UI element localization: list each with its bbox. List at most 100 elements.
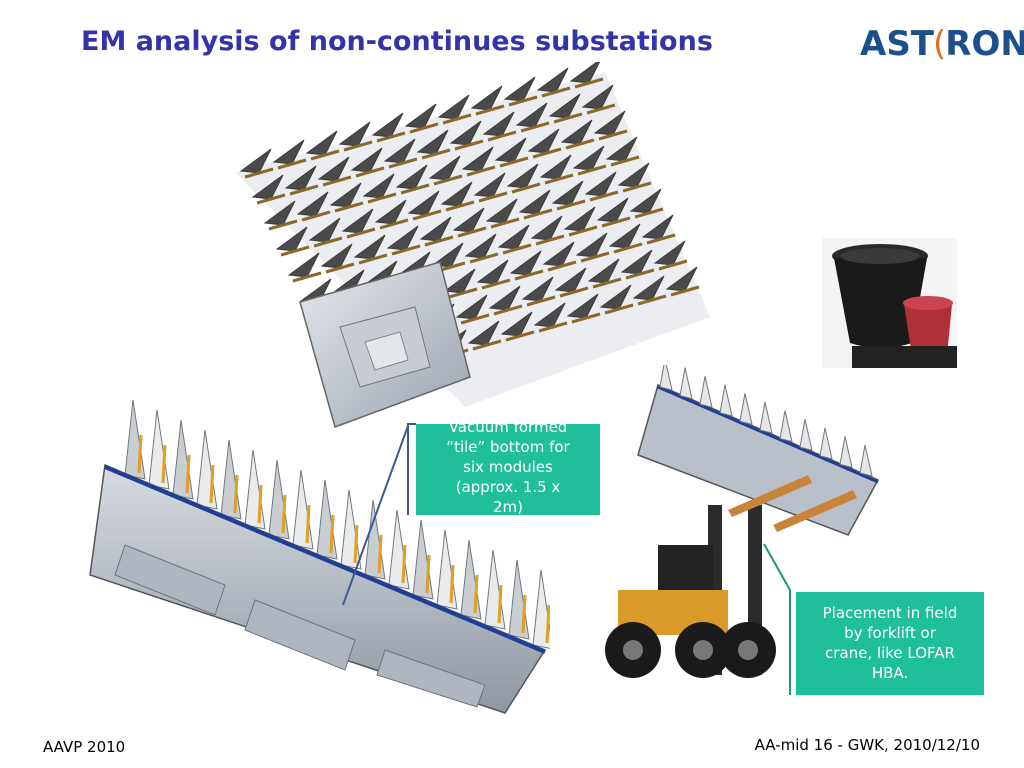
dipole-spike <box>431 242 464 268</box>
dipole-arm <box>556 199 586 211</box>
dipole-arm <box>508 95 538 107</box>
dipole-spike <box>461 146 494 172</box>
dipole-arm <box>379 218 409 230</box>
antenna-array-image <box>235 62 710 428</box>
dipole-spike <box>386 225 419 251</box>
dipole-arm <box>433 174 463 186</box>
dipole-arm <box>343 140 373 152</box>
logo-bracket: ( <box>933 24 947 64</box>
dipole-arm <box>670 285 700 297</box>
closeup-arm <box>305 504 311 544</box>
dipole-spike <box>485 198 518 224</box>
dipole-arm <box>301 210 331 222</box>
dipole-arm <box>244 167 274 179</box>
dipole-spike <box>239 148 272 174</box>
placement-callout-leader <box>763 543 791 695</box>
forklift-tile-spike <box>859 444 873 477</box>
dipole-spike <box>395 164 428 190</box>
dipole-spike <box>500 311 533 337</box>
closeup-arm <box>401 544 407 584</box>
tile-callout-line-4: (approx. 1.5 x <box>455 478 561 496</box>
dipole-arm <box>322 175 352 187</box>
dipole-arm <box>280 245 310 257</box>
dipole-arm <box>268 219 298 231</box>
placement-callout-line-3: crane, like LOFAR <box>825 644 955 662</box>
dipole-arm <box>391 244 421 256</box>
footer-event: AAVP 2010 <box>43 738 126 756</box>
dipole-spike <box>329 182 362 208</box>
dipole-arm <box>289 184 319 196</box>
footer-meta: AA-mid 16 - GWK, 2010/12/10 <box>754 736 980 754</box>
dipole-spike <box>263 200 296 226</box>
dipole-spike <box>371 112 404 138</box>
dipole-spike <box>407 190 440 216</box>
dipole-arm <box>376 131 406 143</box>
dipole-spike <box>503 76 536 102</box>
dipole-spike <box>449 120 482 146</box>
dipole-spike <box>542 241 575 267</box>
dipole-arm <box>424 235 454 247</box>
tile-closeup-image <box>89 399 550 714</box>
dipole-spike <box>629 188 662 214</box>
dipole-spike <box>341 208 374 234</box>
tile-callout-leader <box>342 423 416 606</box>
dipole-arm <box>400 183 430 195</box>
dipole-spike <box>617 162 650 188</box>
dipole-spike <box>308 217 341 243</box>
dipole-spike <box>464 233 497 259</box>
dipole-arm <box>604 303 634 315</box>
dipole-arm <box>574 77 604 89</box>
forklift-tile-spike <box>839 436 853 469</box>
placement-callout: Placement in field by forklift or crane,… <box>796 592 984 695</box>
dipole-spike <box>641 214 674 240</box>
dipole-arm <box>568 225 598 237</box>
forklift-tile-spike <box>659 365 673 391</box>
dipole-spike <box>284 165 317 191</box>
closeup-arm <box>257 484 263 524</box>
closeup-arm <box>353 524 359 564</box>
dipole-arm <box>358 253 388 265</box>
closeup-arm <box>473 574 479 614</box>
logo-prefix: AST <box>860 24 934 64</box>
dipole-spike <box>596 197 629 223</box>
placement-callout-line-1: Placement in field <box>822 604 958 622</box>
dipole-spike <box>560 119 593 145</box>
forklift-tile-spike <box>759 401 773 434</box>
dipole-arm <box>499 156 529 168</box>
closeup-arm <box>161 444 167 484</box>
dipole-spike <box>353 234 386 260</box>
dipole-spike <box>554 267 587 293</box>
dipole-arm <box>586 103 616 115</box>
dipole-spike <box>539 154 572 180</box>
dipole-arm <box>493 304 523 316</box>
astron-logo: AST(RON <box>860 22 1024 66</box>
forklift-image <box>605 365 880 678</box>
forklift-tile-spike <box>719 384 733 417</box>
dipole-spike <box>569 62 601 84</box>
dipole-spike <box>467 320 500 346</box>
dipole-arm <box>388 157 418 169</box>
dipole-arm <box>478 191 508 203</box>
dipole-arm <box>613 242 643 254</box>
dipole-spike <box>608 223 641 249</box>
dipole-spike <box>383 138 416 164</box>
dipole-spike <box>566 293 599 319</box>
dipole-spike <box>272 139 305 165</box>
tile-callout-line-5: 2m) <box>492 498 523 515</box>
dipole-spike <box>575 232 608 258</box>
dipole-arm <box>535 234 565 246</box>
dipole-arm <box>634 207 664 219</box>
forklift-tile-spike <box>799 419 813 451</box>
dipole-spike <box>521 276 554 302</box>
dipole-arm <box>544 173 574 185</box>
dipole-arm <box>538 321 568 333</box>
dipole-spike <box>362 173 395 199</box>
tile-callout: Vacuum formed “tile” bottom for six modu… <box>416 424 600 515</box>
dipole-arm <box>481 278 511 290</box>
closeup-arm <box>281 494 287 534</box>
dipole-spike <box>599 284 632 310</box>
closeup-arm <box>329 514 335 554</box>
dipole-spike <box>275 226 308 252</box>
dipole-spike <box>497 224 530 250</box>
dipole-arm <box>469 252 499 264</box>
